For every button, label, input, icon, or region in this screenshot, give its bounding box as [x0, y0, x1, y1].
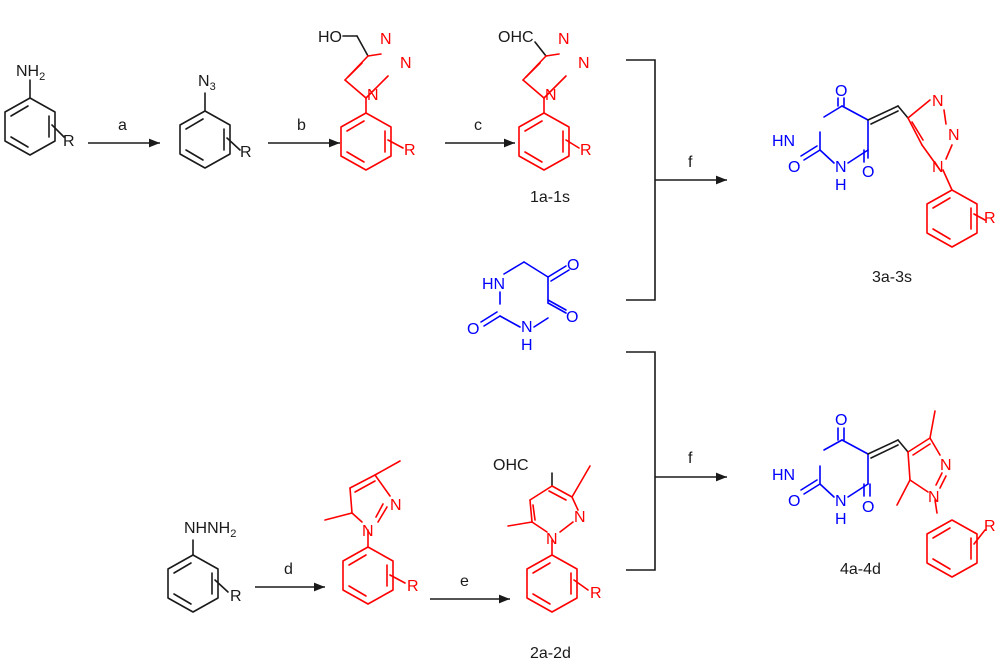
aldehyde-label: OHC — [498, 29, 534, 46]
triazole-n-label: N — [367, 87, 379, 104]
arrow-e: e — [430, 573, 510, 604]
amine-group-label: NH2 — [16, 63, 45, 83]
imide-n-label: N — [835, 159, 847, 176]
arrow-f-bottom: f — [626, 351, 727, 571]
reagent-b-label: b — [297, 117, 306, 134]
benzene-ring — [526, 554, 589, 613]
hydroxymethyl-triazole: HO N N N R — [318, 29, 416, 171]
compound-label-2a-2d: 2a-2d — [530, 645, 571, 662]
pyrazole-ring — [324, 460, 401, 548]
product-pyrazole-barbiturate: O O O HN N H N N R 4a-4d — [772, 410, 996, 578]
carbonyl-o-label: O — [467, 321, 479, 338]
arrow-c: c — [445, 117, 515, 148]
imide-n-label: N — [835, 493, 847, 510]
hydrazine-group-label: NHNH2 — [184, 520, 236, 540]
compound-label-1a-1s: 1a-1s — [530, 189, 570, 206]
triazole-ring — [344, 53, 389, 114]
carbonyl-o-label: O — [862, 164, 874, 181]
substituent-r-label: R — [407, 578, 419, 595]
triazole-n-label: N — [932, 93, 944, 110]
imide-h-label: H — [835, 511, 847, 528]
triazole-n-label: N — [400, 55, 412, 72]
hydroxyl-label: HO — [318, 29, 342, 46]
triazole-n-label: N — [948, 127, 960, 144]
triazole-n-label: N — [545, 87, 557, 104]
imide-n-label: N — [521, 319, 533, 336]
reagent-f-label: f — [688, 450, 693, 467]
pyrazole-n-label: N — [362, 523, 374, 540]
reagent-d-label: d — [284, 561, 293, 578]
pyrazole-aldehyde: OHC N N R 2a-2d — [493, 457, 602, 662]
arrow-f-top: f — [626, 59, 727, 301]
pyrazole-n-label: N — [574, 509, 586, 526]
phenylhydrazine: NHNH2 R — [167, 520, 242, 613]
arrow-b: b — [268, 117, 340, 148]
reagent-a-label: a — [118, 117, 127, 134]
barbituric-acid: O O O HN N H — [467, 257, 579, 354]
triazole-aldehyde: OHC N N N R 1a-1s — [498, 29, 592, 206]
benzene-ring — [4, 79, 65, 156]
arrow-a: a — [88, 117, 160, 148]
reagent-e-label: e — [460, 573, 469, 590]
arrow-d: d — [255, 561, 325, 592]
dimethyl-pyrazole: N N R — [324, 460, 419, 605]
aldehyde-label: OHC — [493, 457, 529, 474]
pyrazole-n-label: N — [390, 497, 402, 514]
triazole-ring — [907, 99, 953, 191]
triazole-n-label: N — [380, 31, 392, 48]
triazole-n-label: N — [558, 31, 570, 48]
compound-label-3a-3s: 3a-3s — [872, 269, 912, 286]
carbonyl-o-label: O — [862, 499, 874, 516]
pyrimidinetrione-ring — [480, 261, 570, 328]
benzene-ring — [518, 112, 580, 171]
pyrazole-ring — [896, 410, 947, 514]
substituent-r-label: R — [590, 585, 602, 602]
benzene-ring — [179, 92, 241, 169]
benzene-ring — [342, 546, 406, 605]
carbonyl-o-label: O — [835, 83, 847, 100]
triazole-ring — [522, 53, 567, 114]
benzene-ring — [340, 112, 404, 171]
imide-hn-label: HN — [772, 467, 795, 484]
aniline: NH2 R — [4, 63, 75, 156]
substituent-r-label: R — [63, 133, 75, 150]
pyrazole-n-label: N — [546, 531, 558, 548]
pyrazole-n-label: N — [940, 457, 952, 474]
carbonyl-o-label: O — [788, 159, 800, 176]
reagent-f-label: f — [688, 154, 693, 171]
imide-hn-label: HN — [772, 133, 795, 150]
benzene-ring — [167, 539, 229, 613]
carbonyl-o-label: O — [566, 309, 578, 326]
azide-group-label: N3 — [198, 73, 216, 93]
triazole-n-label: N — [578, 55, 590, 72]
substituent-r-label: R — [404, 142, 416, 159]
benzene-ring — [926, 519, 986, 578]
carbonyl-o-label: O — [788, 493, 800, 510]
substituent-r-label: R — [240, 144, 252, 161]
imide-h-label: H — [521, 337, 533, 354]
triazole-n-label: N — [932, 159, 944, 176]
aryl-azide: N3 R — [179, 73, 252, 169]
pyrazole-ring — [507, 465, 591, 556]
substituent-r-label: R — [230, 588, 242, 605]
imide-h-label: H — [835, 177, 847, 194]
reagent-c-label: c — [474, 117, 482, 134]
substituent-r-label: R — [984, 210, 996, 227]
substituent-r-label: R — [580, 142, 592, 159]
pyrazole-n-label: N — [928, 489, 940, 506]
substituent-r-label: R — [984, 518, 996, 535]
product-triazole-barbiturate: O O O HN N H N N N R 3a-3s — [772, 83, 996, 286]
benzene-ring — [926, 189, 986, 248]
pyrimidinetrione-ring — [800, 427, 871, 498]
imide-hn-label: HN — [482, 276, 505, 293]
carbonyl-o-label: O — [567, 257, 579, 274]
pyrimidinetrione-ring — [800, 97, 869, 164]
carbonyl-o-label: O — [835, 412, 847, 429]
compound-label-4a-4d: 4a-4d — [840, 561, 881, 578]
